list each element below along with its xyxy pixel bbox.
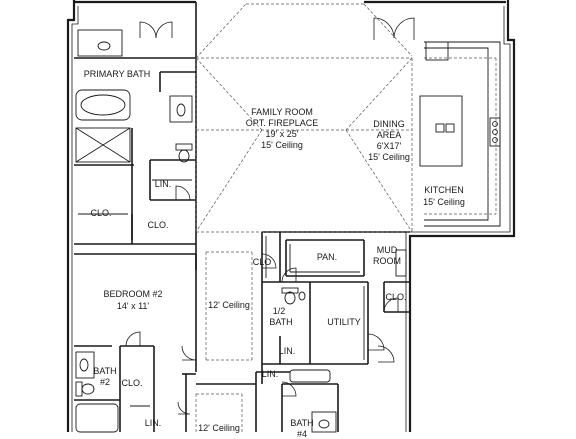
label-clo-left: CLO. [90, 208, 112, 218]
primary-tub-basin [80, 94, 126, 116]
label-utility: UTILITY [327, 317, 361, 327]
door-garage [377, 345, 395, 363]
door-half-bath [281, 267, 297, 283]
label-family-size: 19' x 25' [265, 129, 299, 139]
label-bath4: BATH [290, 418, 314, 428]
label-clo-bath2: CLO. [121, 378, 143, 388]
door-kitchen-double-right [393, 17, 415, 40]
label-dining: DINING [373, 119, 405, 129]
label-dining-area: AREA [376, 130, 402, 140]
label-clo-mud: CLO. [385, 292, 407, 302]
primary-side-vanity [169, 95, 193, 123]
door-primary-double-left [139, 21, 157, 39]
label-mud: MUD [376, 245, 398, 255]
door-bath2 [125, 331, 141, 347]
label-lower-ceiling: 12' Ceiling [198, 423, 240, 433]
interior-walls [74, 2, 410, 432]
door-lin-lower [177, 401, 191, 415]
bath2-tub [75, 403, 119, 433]
label-bedroom2: BEDROOM #2 [103, 289, 163, 299]
exterior-wall-east [408, 0, 516, 432]
half-bath-toilet-bowl [284, 291, 296, 305]
primary-toilet-bowl [178, 149, 190, 163]
label-clo-primary: CLO. [147, 220, 169, 230]
kitchen-fridge [425, 41, 449, 61]
label-mud-room: ROOM [373, 256, 401, 266]
label-primary-bath: PRIMARY BATH [83, 69, 151, 79]
door-hall-closet [261, 253, 277, 269]
label-dining-ceiling: 15' Ceiling [368, 152, 410, 162]
label-lin-hall2: LIN. [261, 369, 279, 379]
label-bath2-num: #2 [99, 377, 111, 387]
label-clo-hall: CLO [252, 257, 272, 267]
fixtures [75, 29, 501, 433]
label-lin-utility: LIN. [278, 346, 296, 356]
label-family-ceiling: 15' Ceiling [261, 140, 303, 150]
ceiling-lines [195, 3, 497, 432]
label-family-room: FAMILY ROOM [251, 107, 313, 117]
label-hall-ceiling: 12' Ceiling [208, 300, 250, 310]
primary-sink [97, 41, 111, 51]
door-mud-clo [383, 297, 399, 313]
label-dining-size: 6'X17' [376, 141, 402, 151]
door-bedroom2 [181, 345, 197, 361]
bath2-sink [79, 358, 89, 372]
half-bath-toilet-tank [281, 287, 299, 294]
label-family-option: OPT. FIREPLACE [245, 118, 319, 128]
bath2-vanity [75, 351, 95, 379]
label-half-bath: BATH [269, 317, 293, 327]
kitchen-island [419, 95, 463, 167]
bath2-toilet-tank [75, 381, 83, 397]
mud-bench [395, 249, 407, 277]
bath4-sink [318, 419, 330, 429]
kitchen-range [489, 117, 501, 147]
label-lin-primary: LIN. [154, 179, 172, 189]
label-bath2: BATH [93, 366, 117, 376]
label-half: 1/2 [272, 306, 286, 316]
label-bath4-num: #4 [296, 429, 308, 439]
half-bath-sink [298, 291, 306, 301]
kitchen-sink-right [445, 123, 455, 133]
exterior-walls [66, 0, 516, 432]
bath4-tub [289, 369, 331, 383]
label-bedroom2-size: 14' x 11' [116, 301, 150, 311]
door-bath4 [281, 381, 297, 397]
primary-toilet-tank [175, 143, 193, 151]
door-kitchen-double-left [373, 17, 395, 40]
primary-side-sink [176, 103, 186, 117]
label-kitchen: KITCHEN [424, 185, 464, 195]
primary-vanity [77, 29, 123, 57]
doors [125, 17, 415, 415]
door-primary-closet [175, 185, 191, 201]
primary-tub [75, 89, 131, 121]
label-pantry: PAN. [316, 252, 338, 262]
exterior-wall-west [66, 0, 76, 432]
label-lin-bottom: LIN. [144, 418, 162, 428]
label-kitchen-ceiling: 15' Ceiling [423, 197, 465, 207]
primary-shower [75, 127, 131, 163]
bath2-toilet-bowl [81, 383, 95, 395]
door-utility [367, 333, 385, 351]
door-primary-double-right [155, 21, 173, 39]
bath4-vanity [311, 411, 337, 433]
kitchen-sink-left [435, 123, 445, 133]
